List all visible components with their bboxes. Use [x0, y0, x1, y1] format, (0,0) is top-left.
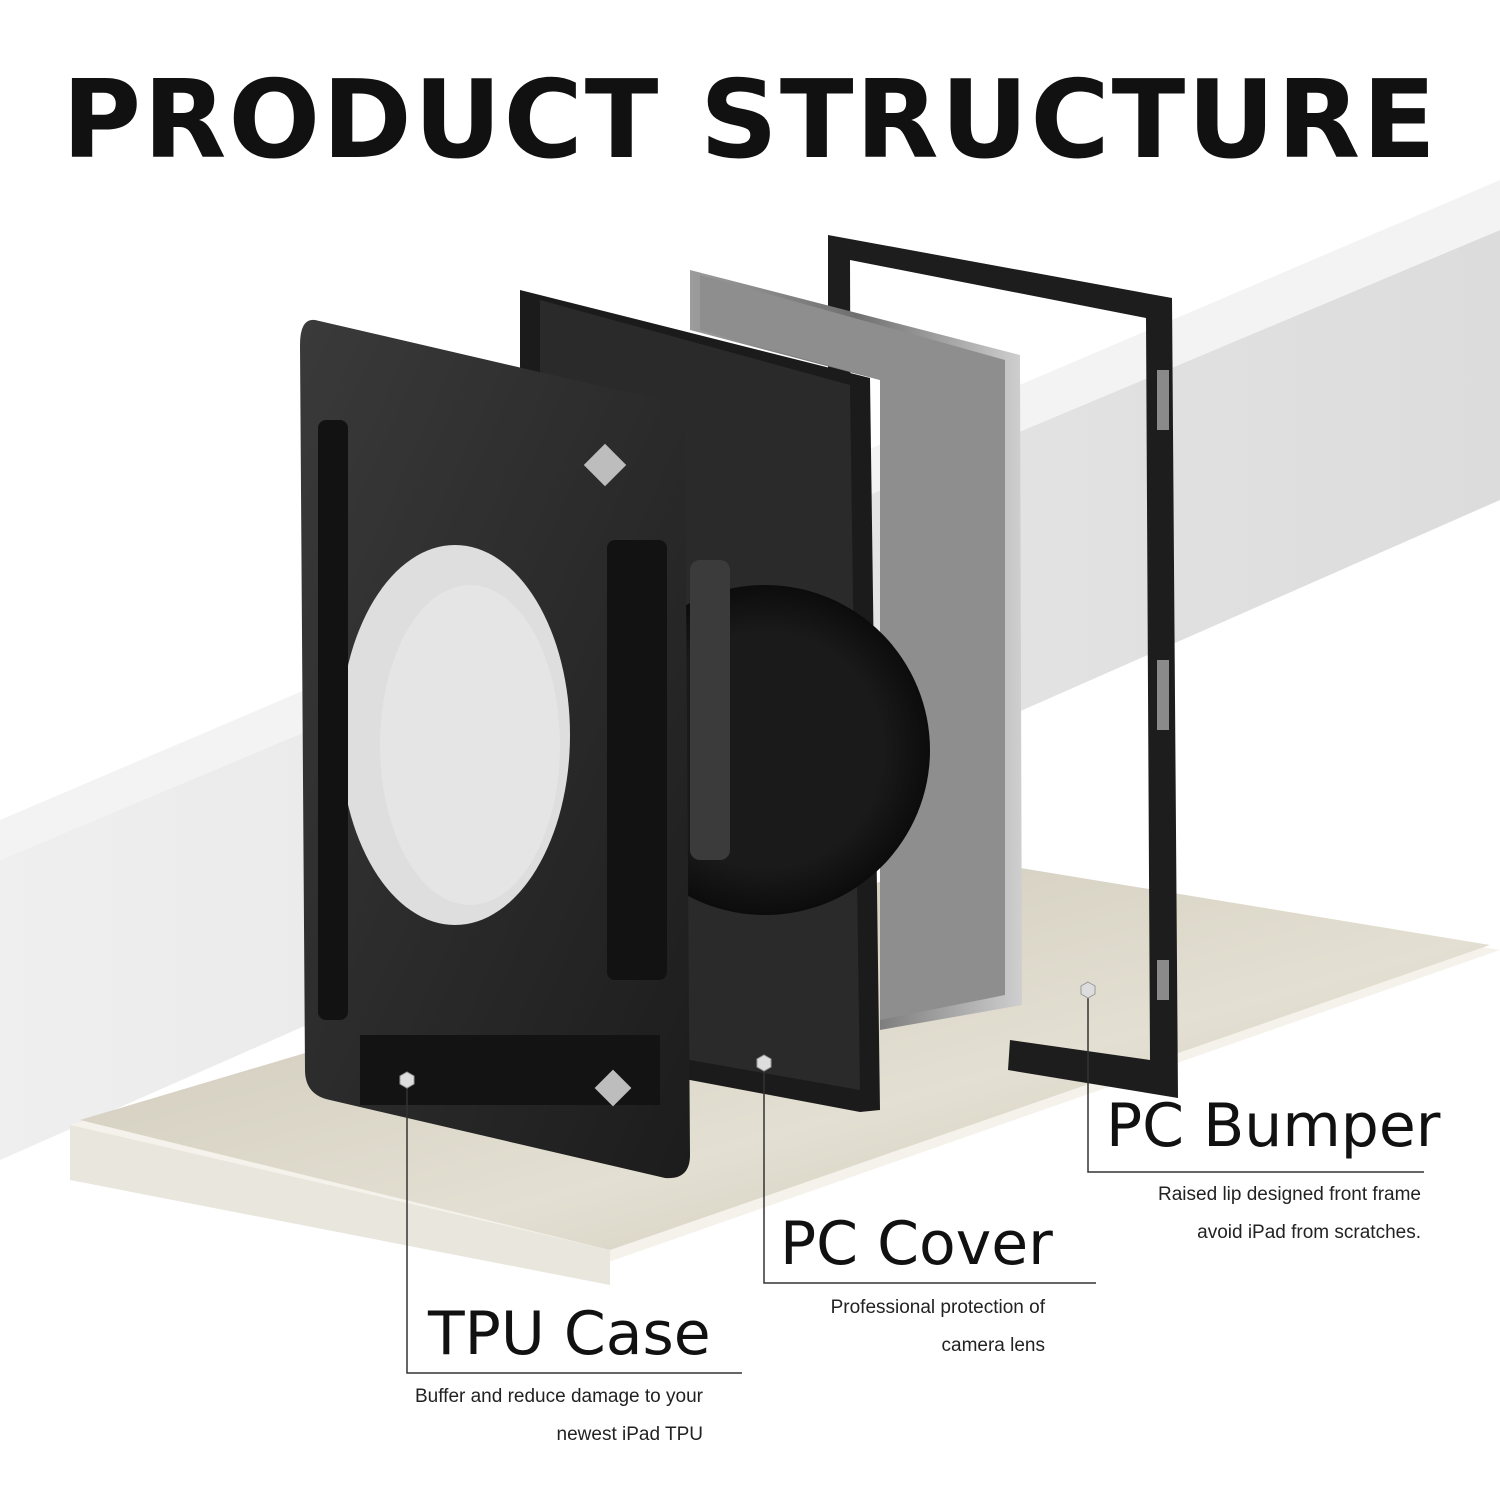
pc-bumper-label: PC Bumper — [1106, 1091, 1441, 1161]
pc-cover-label: PC Cover — [780, 1209, 1053, 1279]
tpu-case-desc-line-2: newest iPad TPU — [556, 1424, 703, 1445]
pc-bumper-desc-line-1: Raised lip designed front frame — [1158, 1184, 1421, 1205]
pc-bumper-desc-line-2: avoid iPad from scratches. — [1197, 1222, 1421, 1243]
pc-cover-desc-line-2: camera lens — [941, 1335, 1046, 1356]
page-title: PRODUCT STRUCTURE — [62, 58, 1438, 183]
tpu-case — [300, 319, 690, 1179]
callout-dots — [399, 981, 1096, 1089]
tpu-case-label: TPU Case — [428, 1299, 711, 1369]
pc-cover-description: Professional protection of camera lens — [831, 1289, 1045, 1365]
pc-cover-desc-line-1: Professional protection of — [830, 1297, 1045, 1318]
tablet-device — [690, 270, 1022, 1030]
pc-bumper-frame — [828, 235, 1178, 1098]
tpu-case-description: Buffer and reduce damage to your newest … — [415, 1378, 703, 1454]
tpu-case-desc-line-1: Buffer and reduce damage to your — [414, 1386, 703, 1407]
callout-leaders — [406, 990, 1424, 1374]
pc-bumper-description: Raised lip designed front frame avoid iP… — [1158, 1176, 1421, 1252]
